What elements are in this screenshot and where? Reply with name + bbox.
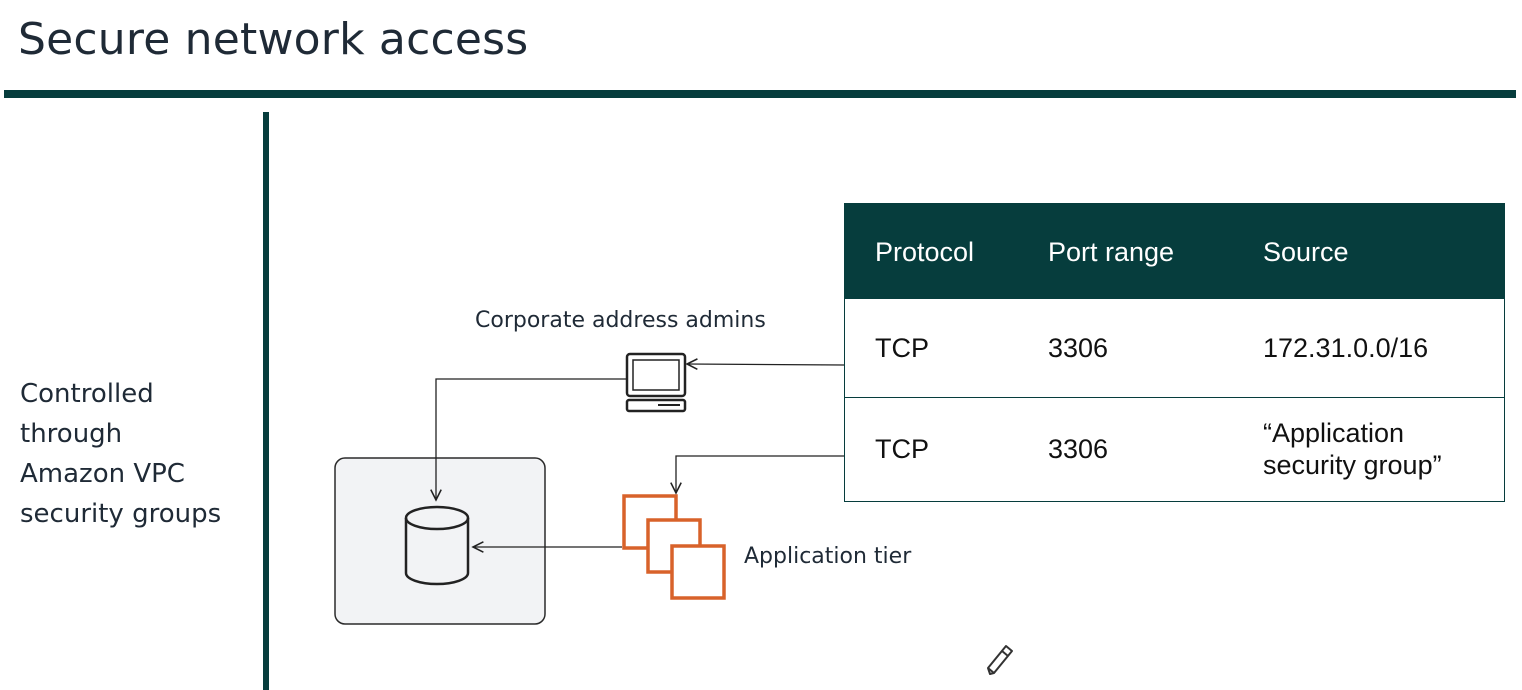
vertical-divider — [263, 112, 269, 690]
table-cell: TCP — [875, 333, 929, 363]
table-header-row: Protocol Port range Source — [845, 204, 1504, 299]
desktop-computer-icon — [625, 352, 687, 413]
corporate-admins-label: Corporate address admins — [475, 308, 766, 333]
database-container — [334, 457, 546, 625]
page-title: Secure network access — [18, 14, 529, 65]
rule2-to-apptier-connector — [676, 455, 844, 493]
computer-to-database-connector — [436, 378, 627, 500]
table-cell: “Application security group” — [1263, 417, 1442, 480]
table-row: TCP 3306 172.31.0.0/16 — [845, 299, 1504, 398]
sidebar-line: security groups — [20, 499, 222, 529]
sidebar-description: Controlled through Amazon VPC security g… — [20, 374, 250, 534]
application-tier-label: Application tier — [744, 544, 912, 569]
ec2-instances-icon — [622, 494, 726, 600]
table-cell: TCP — [875, 433, 929, 464]
sidebar-line: Controlled — [20, 379, 154, 409]
table-header-cell: Port range — [1048, 236, 1175, 267]
security-group-table: Protocol Port range Source TCP 3306 172.… — [844, 203, 1505, 502]
sidebar-line: Amazon VPC — [20, 459, 185, 489]
table-cell: 3306 — [1048, 433, 1109, 464]
table-header-cell: Protocol — [875, 236, 975, 267]
table-cell: 3306 — [1048, 333, 1109, 363]
title-divider — [4, 90, 1516, 98]
table-cell: 172.31.0.0/16 — [1263, 333, 1429, 363]
rule1-to-computer-connector — [687, 364, 845, 365]
table-header-cell: Source — [1263, 236, 1349, 267]
database-icon — [404, 505, 470, 586]
sidebar-line: through — [20, 419, 123, 449]
pencil-cursor-icon — [987, 645, 1013, 675]
table-row: TCP 3306 “Application security group” — [845, 396, 1504, 501]
